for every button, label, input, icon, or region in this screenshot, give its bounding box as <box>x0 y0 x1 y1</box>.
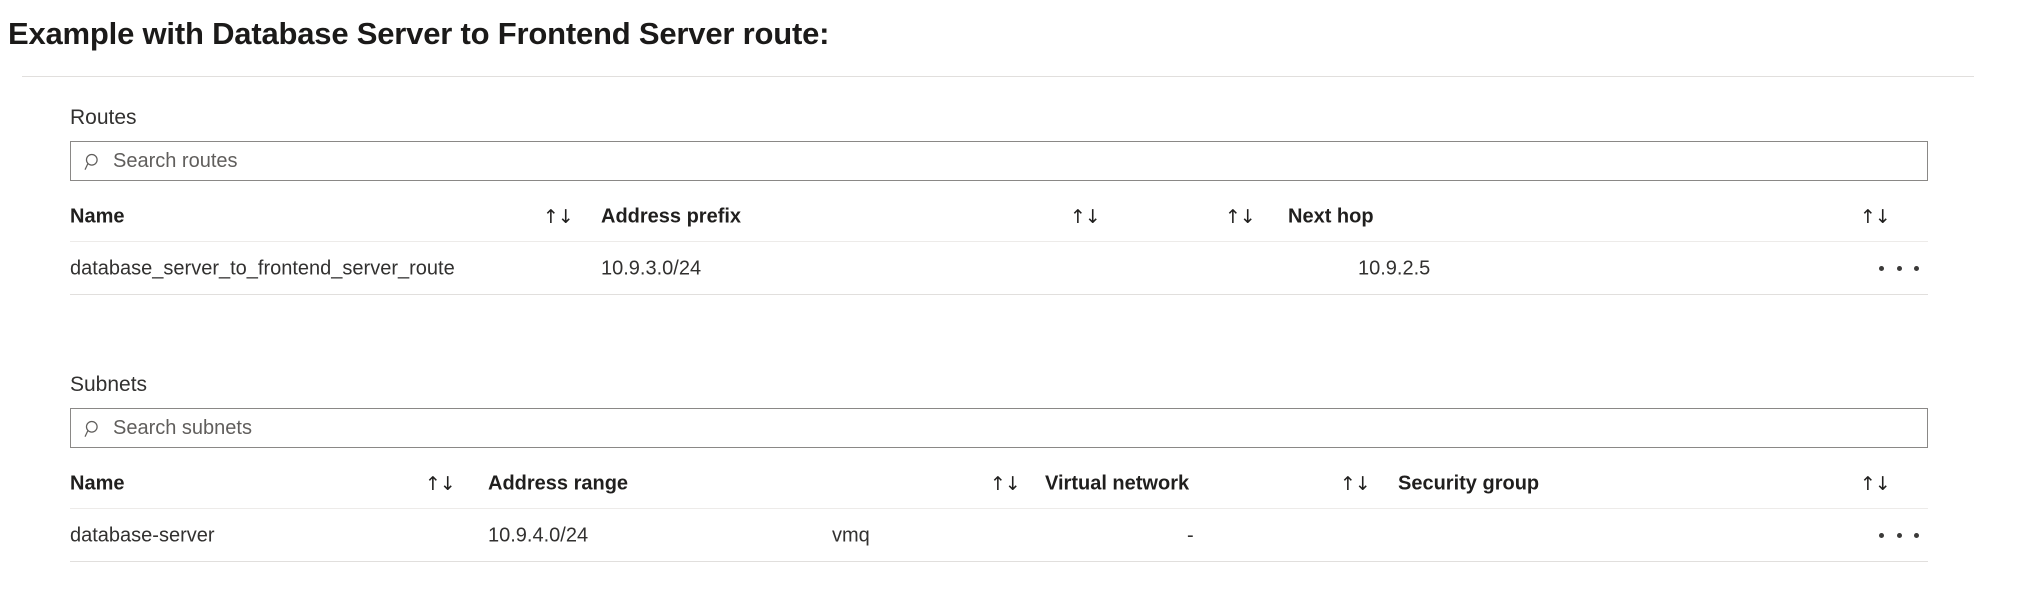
subnets-search-input[interactable] <box>113 409 1883 447</box>
subnets-column-address-range[interactable]: Address range <box>488 472 629 495</box>
subnets-table-header: Name ↑↓ Address range ↑↓ Virtual network… <box>70 459 1928 509</box>
title-divider <box>22 76 1974 77</box>
search-icon <box>84 153 98 170</box>
routes-header-divider <box>70 241 1928 242</box>
subnets-column-virtual-network[interactable]: Virtual network <box>1045 472 1190 495</box>
routes-table-row[interactable]: database_server_to_frontend_server_route… <box>70 242 1928 295</box>
routes-sort-trailing-icon[interactable]: ↑↓ <box>1860 206 1891 228</box>
subnets-section: Subnets Name ↑↓ Address range ↑↓ Virtual… <box>70 372 1928 562</box>
routes-cell-address-prefix: 10.9.3.0/24 <box>601 257 702 279</box>
search-icon <box>84 420 98 437</box>
subnets-section-label: Subnets <box>70 373 148 396</box>
subnets-search-box[interactable] <box>70 408 1928 448</box>
page-title: Example with Database Server to Frontend… <box>8 16 830 51</box>
subnets-sort-security-group-icon[interactable]: ↑↓ <box>1860 473 1891 495</box>
routes-search-input[interactable] <box>113 142 1883 180</box>
subnets-table-row[interactable]: database-server 10.9.4.0/24 vmq - <box>70 509 1928 562</box>
routes-column-address-prefix[interactable]: Address prefix <box>601 205 742 228</box>
routes-table: Name ↑↓ Address prefix ↑↓ Next hop ↑↓ ↑↓… <box>70 192 1928 295</box>
routes-table-header: Name ↑↓ Address prefix ↑↓ Next hop ↑↓ ↑↓ <box>70 192 1928 242</box>
routes-row-divider <box>70 294 1928 295</box>
routes-column-next-hop[interactable]: Next hop <box>1288 205 1374 228</box>
subnets-sort-address-range-icon[interactable]: ↑↓ <box>990 473 1021 495</box>
subnets-table: Name ↑↓ Address range ↑↓ Virtual network… <box>70 459 1928 562</box>
routes-search-box[interactable] <box>70 141 1928 181</box>
subnets-row-divider <box>70 561 1928 562</box>
subnets-cell-virtual-network: vmq <box>832 524 870 546</box>
routes-section: Routes Name ↑↓ Address prefix ↑↓ Next ho… <box>70 105 1928 295</box>
subnets-column-name[interactable]: Name <box>70 472 125 495</box>
routes-sort-name-icon[interactable]: ↑↓ <box>543 206 574 228</box>
subnets-sort-virtual-network-icon[interactable]: ↑↓ <box>1340 473 1371 495</box>
subnets-header-divider <box>70 508 1928 509</box>
subnets-cell-security-group: - <box>1187 524 1194 546</box>
subnets-row-more-options-icon[interactable] <box>1877 523 1921 549</box>
subnets-cell-name[interactable]: database-server <box>70 524 215 546</box>
subnets-cell-address-range: 10.9.4.0/24 <box>488 524 589 546</box>
routes-sort-address-prefix-icon[interactable]: ↑↓ <box>1070 206 1101 228</box>
subnets-column-security-group[interactable]: Security group <box>1398 472 1540 495</box>
routes-sort-next-hop-icon[interactable]: ↑↓ <box>1225 206 1256 228</box>
routes-cell-next-hop: 10.9.2.5 <box>1358 257 1431 279</box>
routes-cell-name[interactable]: database_server_to_frontend_server_route <box>70 257 455 279</box>
routes-section-label: Routes <box>70 106 137 129</box>
routes-row-more-options-icon[interactable] <box>1877 256 1921 282</box>
routes-column-name[interactable]: Name <box>70 205 125 228</box>
subnets-sort-name-icon[interactable]: ↑↓ <box>425 473 456 495</box>
